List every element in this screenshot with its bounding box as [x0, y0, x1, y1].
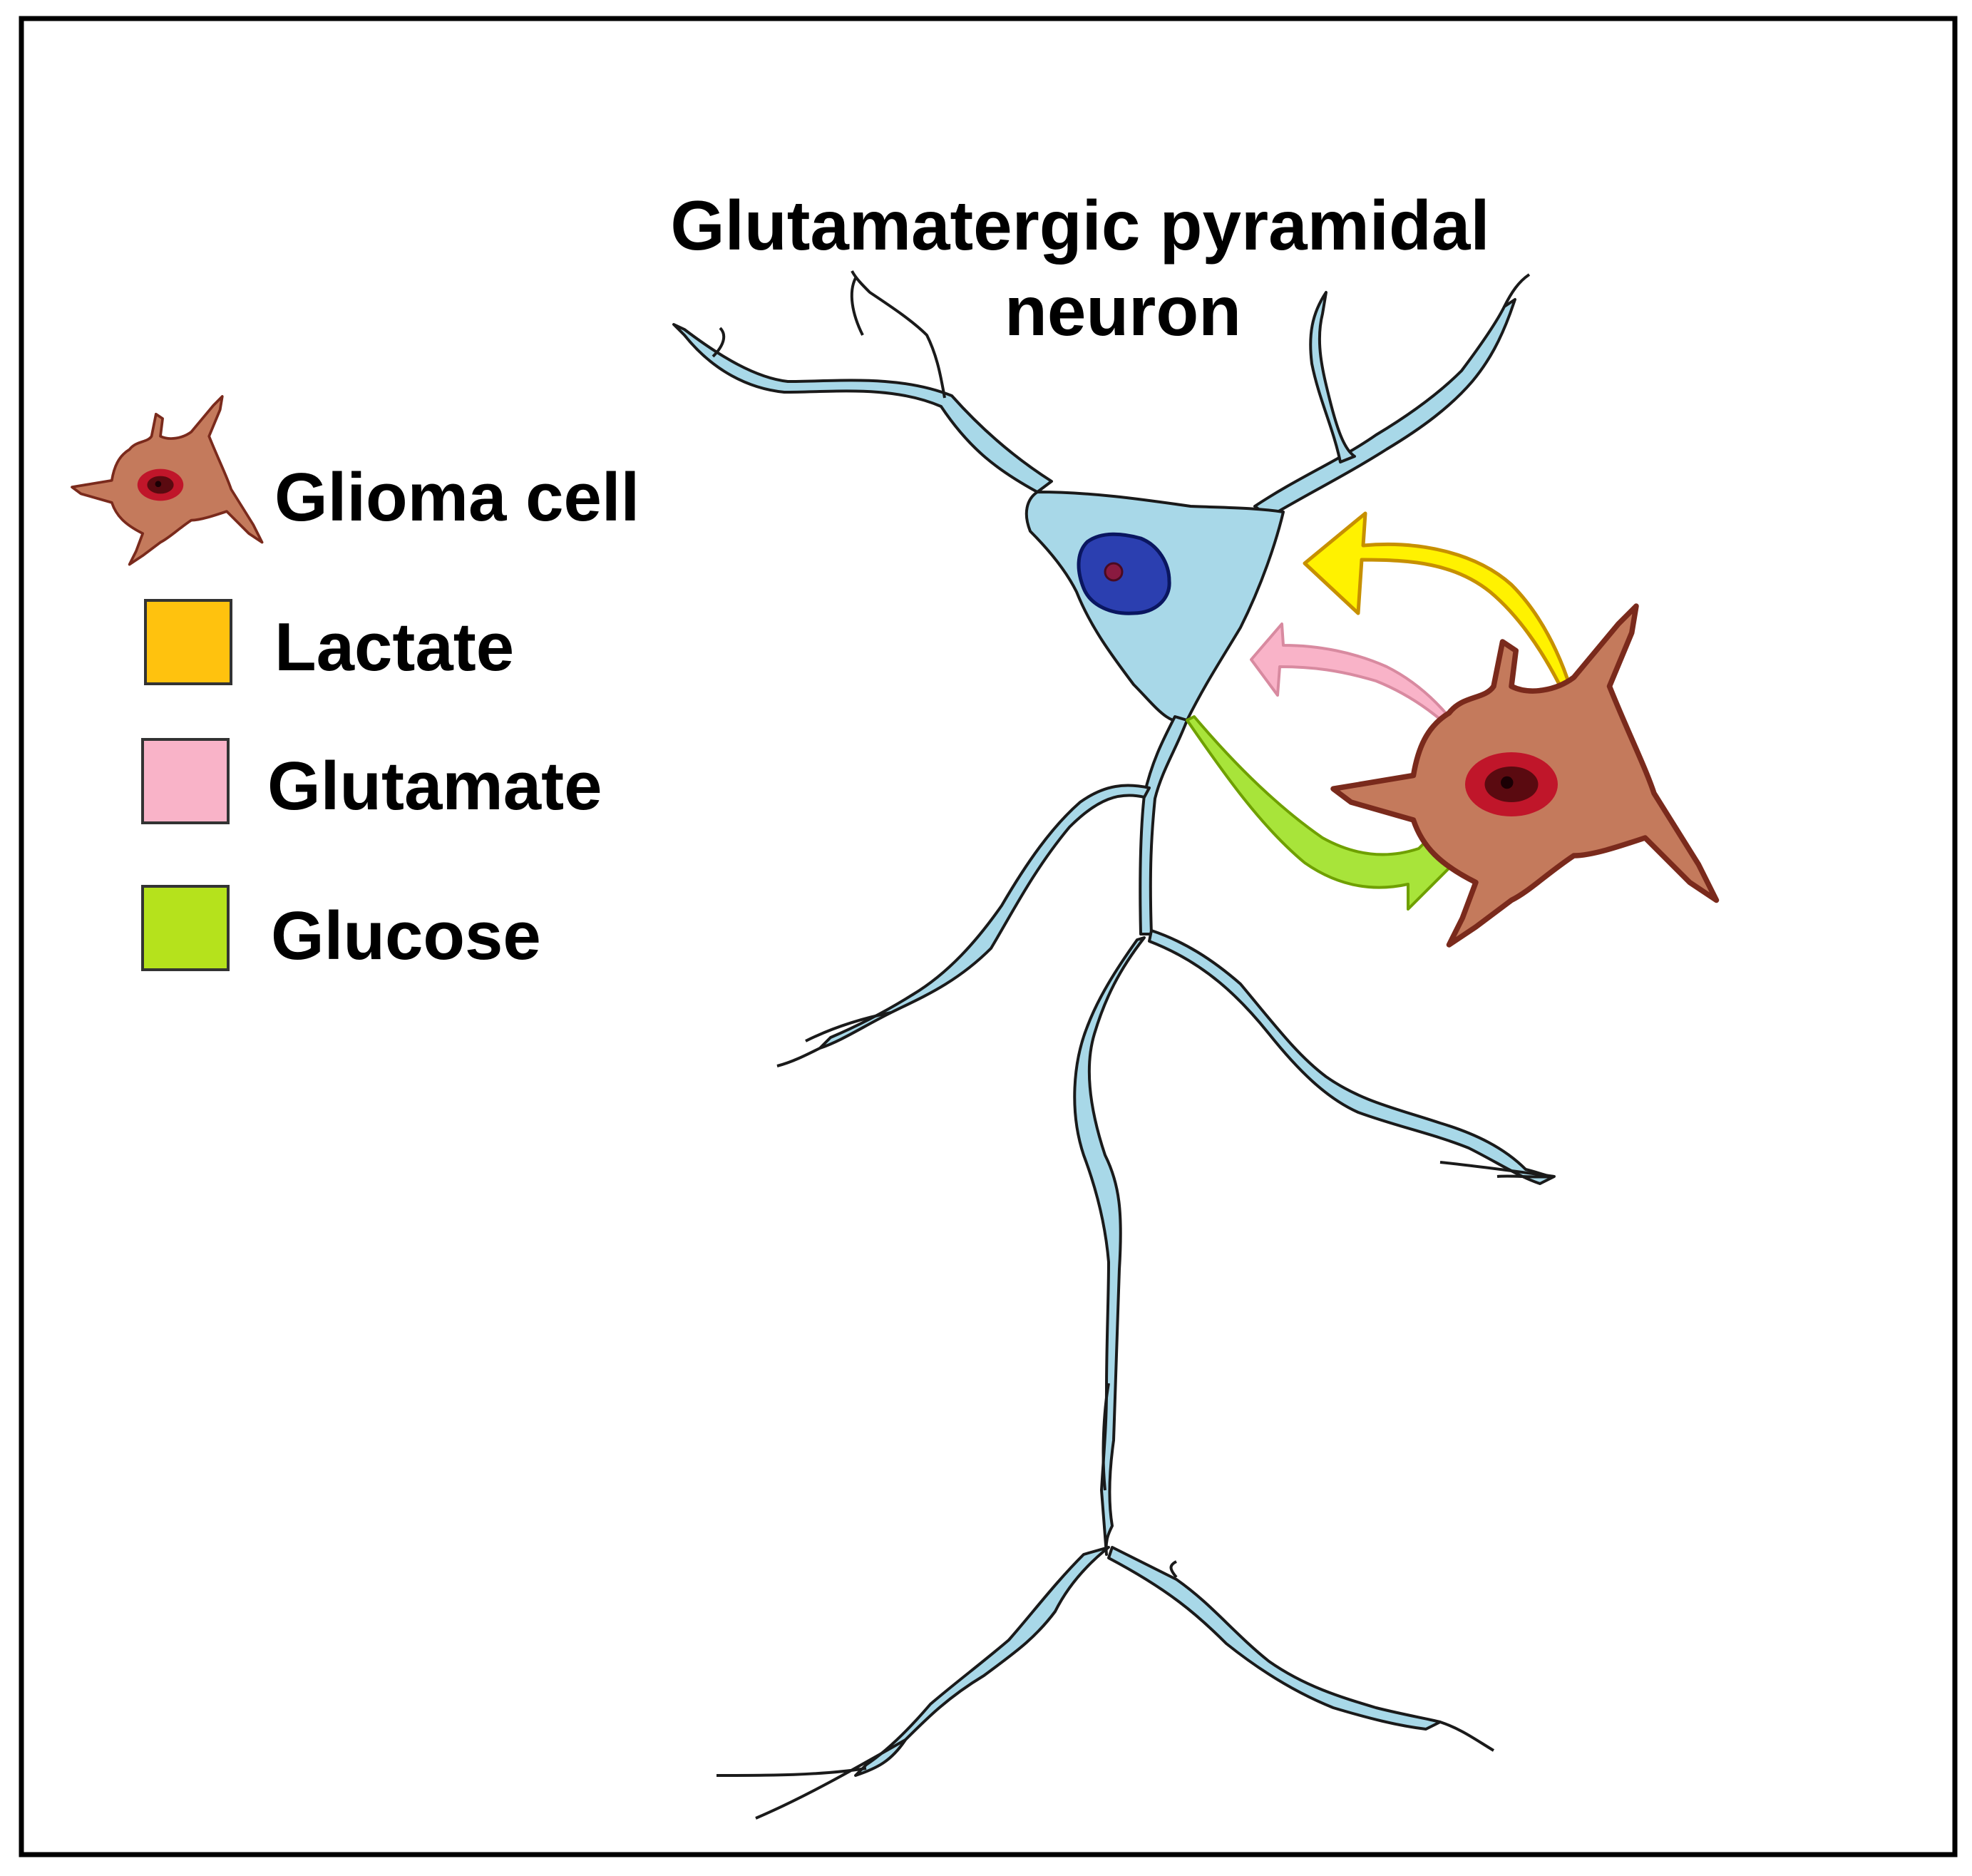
title-line-2: neuron [1005, 272, 1241, 350]
glutamate-swatch [141, 738, 230, 824]
neuron-dendrite-lower-left [818, 784, 1151, 1050]
legend-label-lactate: Lactate [274, 609, 514, 685]
neuron-dendrite-upper-right [1253, 298, 1516, 518]
lactate-swatch [144, 599, 232, 685]
glutamate-arrow [1250, 622, 1474, 754]
title-line-1: Glutamatergic pyramidal [670, 186, 1489, 265]
legend-item-glucose: Glucose [141, 885, 541, 974]
legend-item-glioma-cell: Glioma cell [71, 395, 640, 566]
neuron-dendrite-upper-left [672, 323, 1053, 493]
pyramidal-neuron [672, 270, 1556, 1820]
diagram-title: Glutamatergic pyramidal neuron [670, 186, 1489, 350]
lactate-arrow [1303, 511, 1581, 729]
legend-label-glutamate: Glutamate [267, 748, 602, 824]
neuron-dendrite-bottom-right [1107, 1546, 1442, 1731]
neuron-nucleolus [1104, 562, 1124, 582]
neuron-nucleus [1077, 532, 1171, 615]
neuron-dendrite-bottom-left [854, 1546, 1110, 1777]
neuron-axon [1139, 715, 1188, 936]
legend-label-glucose: Glucose [271, 898, 541, 974]
legend-label-glioma-cell: Glioma cell [274, 459, 640, 535]
glucose-swatch [141, 885, 230, 971]
legend-item-glutamate: Glutamate [141, 738, 602, 824]
legend-item-lactate: Lactate [144, 599, 514, 685]
legend: Glioma cell Lactate Glutamate Glucose [71, 395, 640, 974]
